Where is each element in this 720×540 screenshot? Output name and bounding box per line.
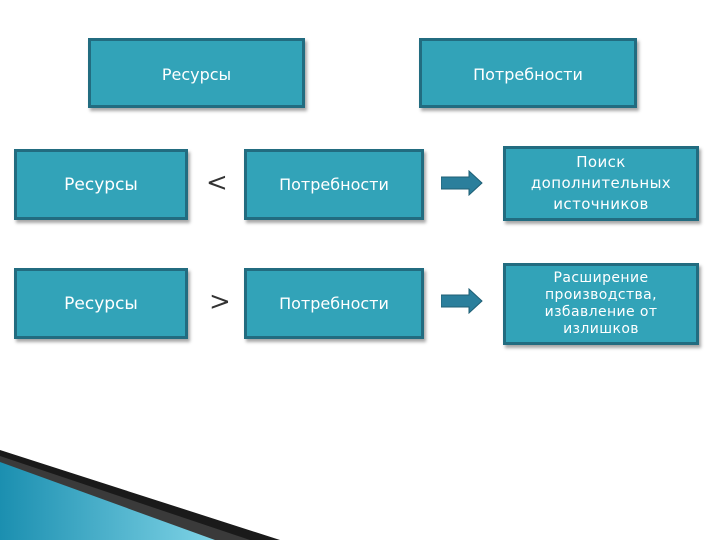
row2-greater-than-sign: > bbox=[209, 289, 231, 315]
row2-resources-box: Ресурсы bbox=[14, 268, 188, 339]
header-needs-box: Потребности bbox=[419, 38, 637, 108]
row1-result-box: Поиск дополнительных источников bbox=[503, 146, 699, 221]
row2-right-arrow-icon bbox=[441, 288, 483, 314]
decorative-swoosh bbox=[0, 450, 290, 540]
row1-resources-label: Ресурсы bbox=[64, 175, 138, 195]
row2-result-label: Расширение производства, избавление от и… bbox=[545, 270, 658, 337]
header-needs-label: Потребности bbox=[473, 65, 583, 84]
row1-result-label: Поиск дополнительных источников bbox=[531, 152, 671, 215]
row1-needs-box: Потребности bbox=[244, 149, 424, 220]
row1-right-arrow-icon bbox=[441, 170, 483, 196]
row2-resources-label: Ресурсы bbox=[64, 294, 138, 314]
row2-needs-box: Потребности bbox=[244, 268, 424, 339]
header-resources-label: Ресурсы bbox=[162, 65, 231, 84]
row1-resources-box: Ресурсы bbox=[14, 149, 188, 220]
row1-needs-label: Потребности bbox=[279, 175, 389, 194]
row1-less-than-sign: < bbox=[206, 170, 228, 196]
row2-result-box: Расширение производства, избавление от и… bbox=[503, 263, 699, 345]
row2-needs-label: Потребности bbox=[279, 294, 389, 313]
header-resources-box: Ресурсы bbox=[88, 38, 305, 108]
